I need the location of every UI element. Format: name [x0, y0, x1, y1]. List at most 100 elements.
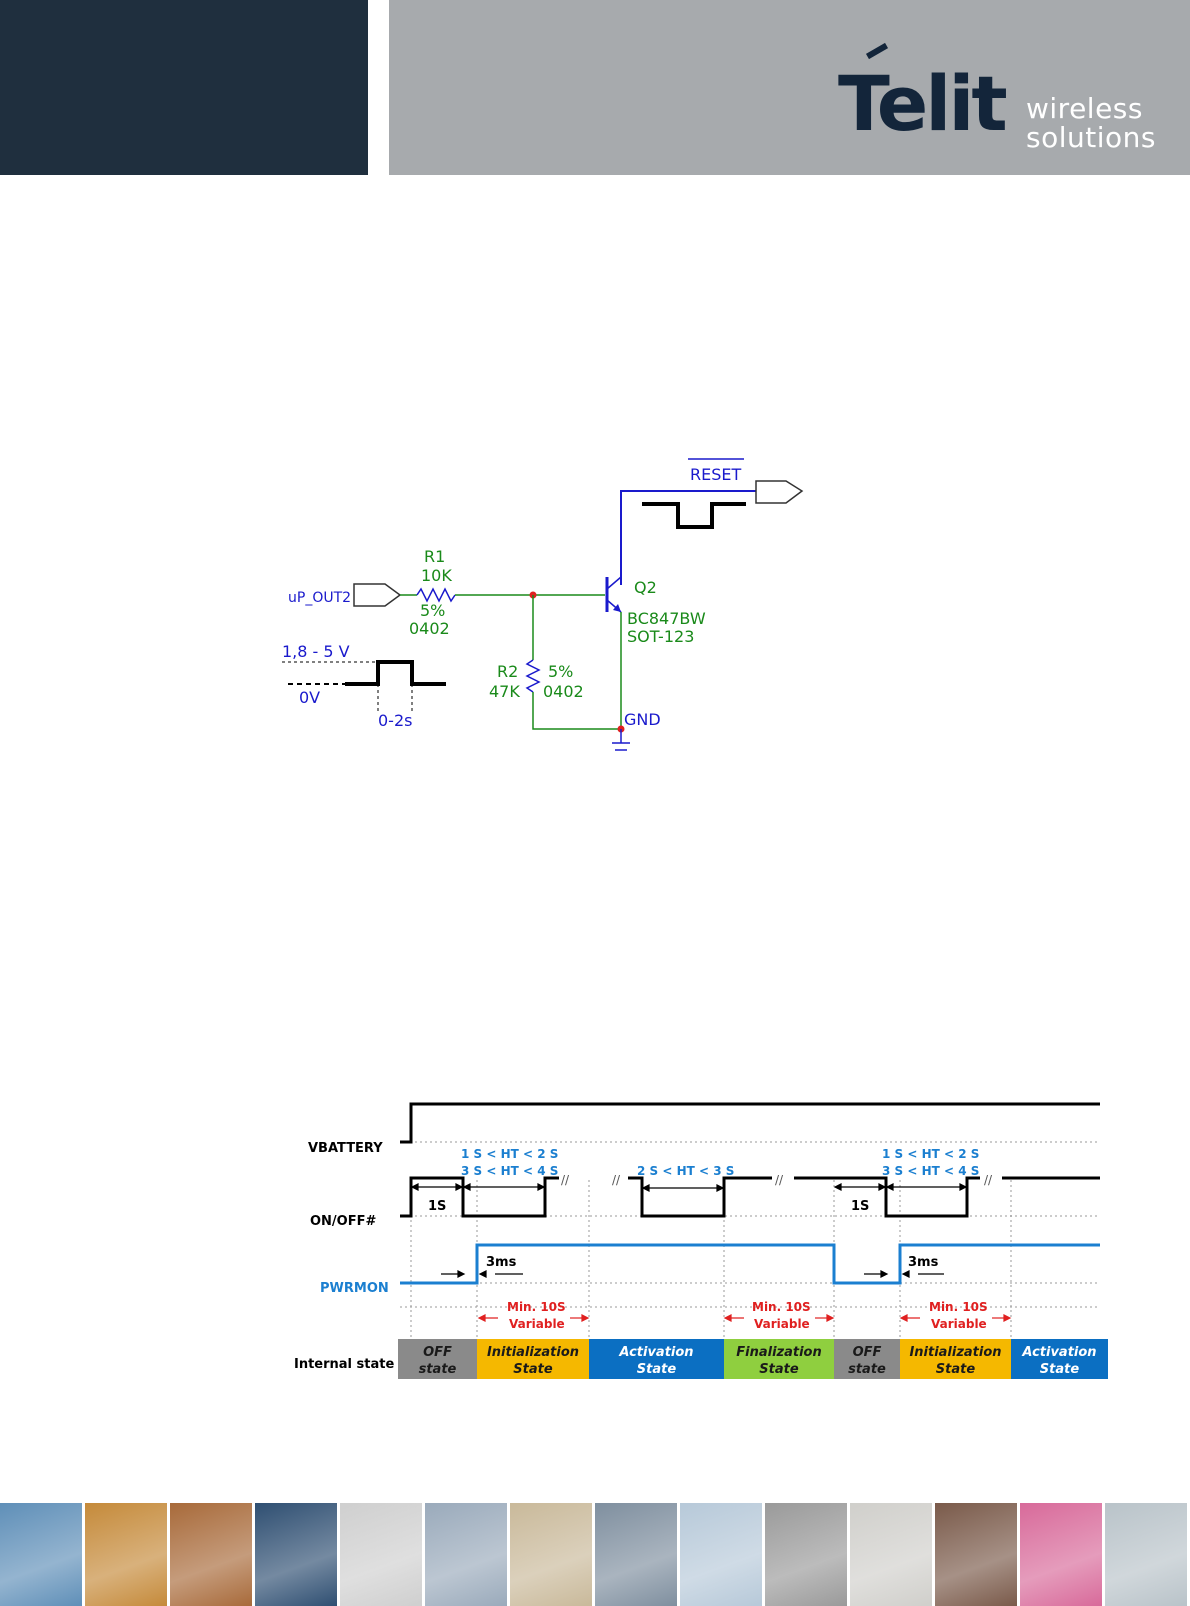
delay-3ms-first: 3ms: [486, 1255, 517, 1270]
state-name: Initialization: [487, 1345, 579, 1360]
state-box: [724, 1339, 834, 1379]
state-box: [1011, 1339, 1108, 1379]
r2-ref: R2: [497, 662, 518, 681]
r2-value: 47K: [489, 682, 520, 701]
delay-1s-second: 1S: [851, 1199, 869, 1214]
q2-part: BC847BW: [627, 609, 706, 628]
state-box: [834, 1339, 900, 1379]
hold-first-line2: 3 S < HT < 4 S: [461, 1164, 558, 1178]
vbattery-waveform: [400, 1102, 1100, 1144]
break-mark-4: //: [984, 1173, 993, 1187]
hold-second: 2 S < HT < 3 S: [637, 1164, 734, 1178]
min-variable-arrows: [477, 1314, 1012, 1322]
onoff-waveform-3: [794, 1176, 980, 1218]
footer-photo-tile: [425, 1503, 507, 1606]
min-variable-2-line1: Min. 10S: [752, 1300, 811, 1314]
footer-photo-strip: [0, 1503, 1190, 1606]
state-box: [477, 1339, 589, 1379]
state-name: Initialization: [909, 1345, 1001, 1360]
min-variable-3-line2: Variable: [931, 1317, 987, 1331]
state-name: Activation: [1021, 1345, 1096, 1360]
min-variable-2-line2: Variable: [754, 1317, 810, 1331]
footer-photo-tile: [850, 1503, 932, 1606]
footer-photo-tile: [765, 1503, 847, 1606]
hold-arrows: [410, 1183, 968, 1192]
reset-net-wire: [620, 490, 756, 585]
input-port: [353, 583, 402, 607]
state-name: Activation: [618, 1345, 693, 1360]
onoff-waveform-1: [400, 1176, 559, 1218]
reset-circuit-schematic: RESET uP_OUT2 R1 10K 5% 0402 R2 47K 5% 0…: [282, 458, 804, 751]
state-suffix: State: [759, 1362, 799, 1377]
break-mark-3: //: [775, 1173, 784, 1187]
pulse-width-label: 0-2s: [378, 711, 412, 730]
onoff-waveform-2: [628, 1176, 772, 1218]
r2-package: 0402: [543, 682, 584, 701]
r2-tolerance: 5%: [548, 662, 573, 681]
logo-tag-line1: wireless: [1026, 92, 1143, 125]
state-box: [900, 1339, 1011, 1379]
onoff-label: ON/OFF#: [310, 1214, 376, 1229]
state-suffix: state: [419, 1362, 457, 1377]
r1-resistor: [416, 587, 456, 603]
input-port-label: uP_OUT2: [288, 590, 351, 606]
footer-photo-tile: [1020, 1503, 1102, 1606]
pulse-high-label: 1,8 - 5 V: [282, 642, 350, 661]
footer-photo-tile: [595, 1503, 677, 1606]
hold-third-line1: 1 S < HT < 2 S: [882, 1147, 979, 1161]
delay-3ms-second: 3ms: [908, 1255, 939, 1270]
r2-resistor: [525, 659, 541, 693]
footer-photo-tile: [0, 1503, 82, 1606]
state-name: OFF: [853, 1345, 882, 1360]
footer-photo-tile: [1105, 1503, 1187, 1606]
reset-output-port: [755, 480, 804, 504]
hold-first-line1: 1 S < HT < 2 S: [461, 1147, 558, 1161]
r1-tolerance: 5%: [420, 601, 445, 620]
min-variable-3-line1: Min. 10S: [929, 1300, 988, 1314]
q2-collector: [606, 576, 622, 590]
footer-photo-tile: [85, 1503, 167, 1606]
input-pulse-shape: [345, 660, 446, 686]
r2-wire-bottom: [532, 692, 621, 730]
q2-ref: Q2: [634, 578, 657, 597]
state-suffix: State: [1040, 1362, 1080, 1377]
state-box: [398, 1339, 477, 1379]
r1-package: 0402: [409, 619, 450, 638]
q2-emitter-arrow: [613, 604, 621, 612]
logo-tag-line2: solutions: [1026, 121, 1156, 154]
delay-3ms-arrows: [441, 1270, 944, 1278]
footer-photo-tile: [680, 1503, 762, 1606]
state-name: Finalization: [736, 1345, 821, 1360]
footer-photo-tile: [340, 1503, 422, 1606]
state-suffix: State: [513, 1362, 553, 1377]
logo-tagline: wireless solutions: [1026, 94, 1156, 152]
reset-pulse-shape: [642, 502, 746, 529]
state-suffix: State: [637, 1362, 677, 1377]
delay-1s-first: 1S: [428, 1199, 446, 1214]
hold-third-line2: 3 S < HT < 4 S: [882, 1164, 979, 1178]
min-variable-1-line2: Variable: [509, 1317, 565, 1331]
state-suffix: state: [848, 1362, 886, 1377]
pwrmon-label: PWRMON: [320, 1281, 389, 1296]
q2-package: SOT-123: [627, 627, 694, 646]
power-on-timing-diagram: VBATTERY ON/OFF# PWRMON Internal state /…: [294, 1102, 1108, 1379]
footer-photo-tile: [935, 1503, 1017, 1606]
r1-value: 10K: [421, 566, 452, 585]
state-box: [589, 1339, 724, 1379]
footer-photo-tile: [510, 1503, 592, 1606]
gnd-label: GND: [624, 710, 661, 729]
internal-state-label: Internal state: [294, 1357, 394, 1372]
telit-logo: Telit wireless solutions: [838, 42, 1168, 158]
logo-word: Telit: [838, 59, 1008, 148]
pwrmon-waveform-1: [400, 1243, 1100, 1285]
footer-photo-tile: [255, 1503, 337, 1606]
vbattery-label: VBATTERY: [308, 1141, 383, 1156]
r1-ref: R1: [424, 547, 445, 566]
header-dark-panel: [0, 0, 368, 175]
pulse-low-label: 0V: [299, 688, 320, 707]
state-suffix: State: [936, 1362, 976, 1377]
break-mark-2: //: [612, 1173, 621, 1187]
min-variable-1-line1: Min. 10S: [507, 1300, 566, 1314]
header-grey-panel: [389, 0, 1190, 175]
